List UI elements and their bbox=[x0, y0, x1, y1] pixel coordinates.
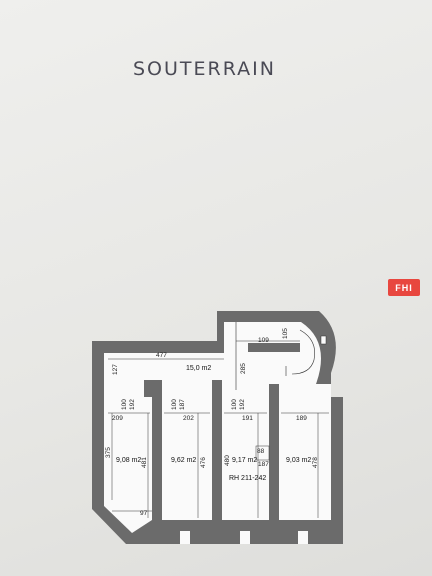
dimension-lines bbox=[108, 340, 329, 518]
dim-room1-width: 209 bbox=[112, 415, 123, 422]
area-room4: 9,03 m2 bbox=[286, 457, 311, 464]
dim-room3-88: 88 bbox=[257, 448, 265, 455]
dim-top-109: 109 bbox=[258, 337, 269, 344]
dim-door2-187: 187 bbox=[179, 399, 186, 410]
dim-door1-100: 100 bbox=[121, 399, 128, 410]
dim-top-105: 105 bbox=[282, 328, 289, 339]
dim-room1-481: 481 bbox=[141, 457, 148, 468]
dim-room3-width: 191 bbox=[242, 415, 253, 422]
dim-door1-192: 192 bbox=[129, 399, 136, 410]
dim-room3-187: 187 bbox=[258, 461, 269, 468]
brand-badge: FHI bbox=[388, 279, 420, 296]
area-corridor: 15,0 m2 bbox=[186, 365, 211, 372]
dim-room2-476: 476 bbox=[200, 457, 207, 468]
dim-room2-width: 202 bbox=[183, 415, 194, 422]
dim-door2-100: 100 bbox=[171, 399, 178, 410]
dim-room1-375: 375 bbox=[105, 447, 112, 458]
area-room3: 9,17 m2 bbox=[232, 457, 257, 464]
dim-corridor-h: 127 bbox=[112, 364, 119, 375]
dim-room4-478: 478 bbox=[312, 457, 319, 468]
area-room1: 9,08 m2 bbox=[116, 457, 141, 464]
area-room2: 9,62 m2 bbox=[171, 457, 196, 464]
page-title: SOUTERRAIN bbox=[133, 58, 276, 80]
dim-room4-width: 189 bbox=[296, 415, 307, 422]
plan-reference: RH 211-242 bbox=[229, 475, 266, 482]
dim-room3-480: 480 bbox=[224, 455, 231, 466]
dim-room1-97: 97 bbox=[140, 510, 148, 517]
dim-stair-285: 285 bbox=[240, 363, 247, 374]
dim-door3-192: 192 bbox=[239, 399, 246, 410]
dim-corridor-length: 477 bbox=[156, 352, 167, 359]
dim-door3-100: 100 bbox=[231, 399, 238, 410]
staircase bbox=[235, 322, 315, 390]
wall-openings bbox=[180, 531, 308, 544]
